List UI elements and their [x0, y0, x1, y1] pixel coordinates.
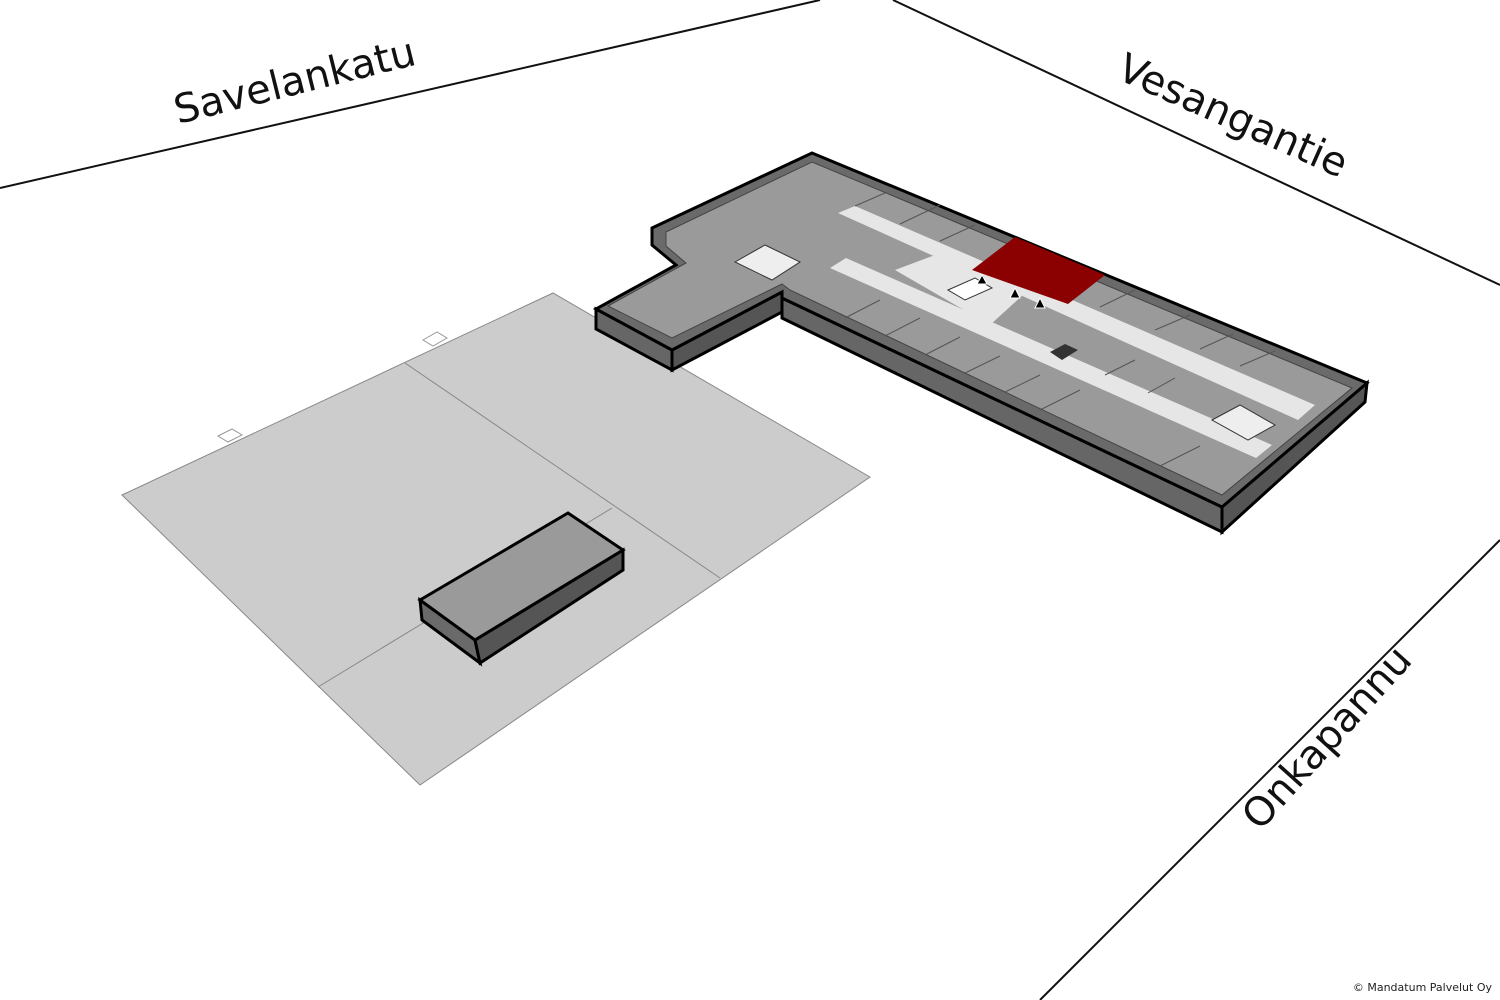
entrance-arrow-icon [1034, 296, 1046, 309]
street-line-onkapannu [1039, 539, 1500, 1000]
street-line-savelankatu [0, 0, 821, 189]
stair-core-east [1210, 404, 1277, 441]
copyright-notice: © Mandatum Palvelut Oy [1352, 981, 1492, 994]
street-label-vesangantie: Vesangantie [1111, 45, 1355, 187]
street-label-savelankatu: Savelankatu [169, 29, 420, 133]
highlighted-space [972, 237, 1105, 304]
neighbor-block [417, 511, 626, 667]
stair-core-west [733, 244, 802, 281]
corridor [838, 206, 1315, 420]
office-building-floor [592, 151, 1370, 536]
neighbor-building-courtyard [121, 292, 871, 786]
entrance-arrow-icon [976, 273, 988, 285]
street-line-vesangantie [892, 0, 1500, 286]
elevator-core [1050, 344, 1078, 360]
street-label-onkapannu: Onkapannu [1233, 637, 1421, 839]
corridor [830, 258, 1272, 458]
entrance-arrow-icon [1009, 286, 1021, 299]
